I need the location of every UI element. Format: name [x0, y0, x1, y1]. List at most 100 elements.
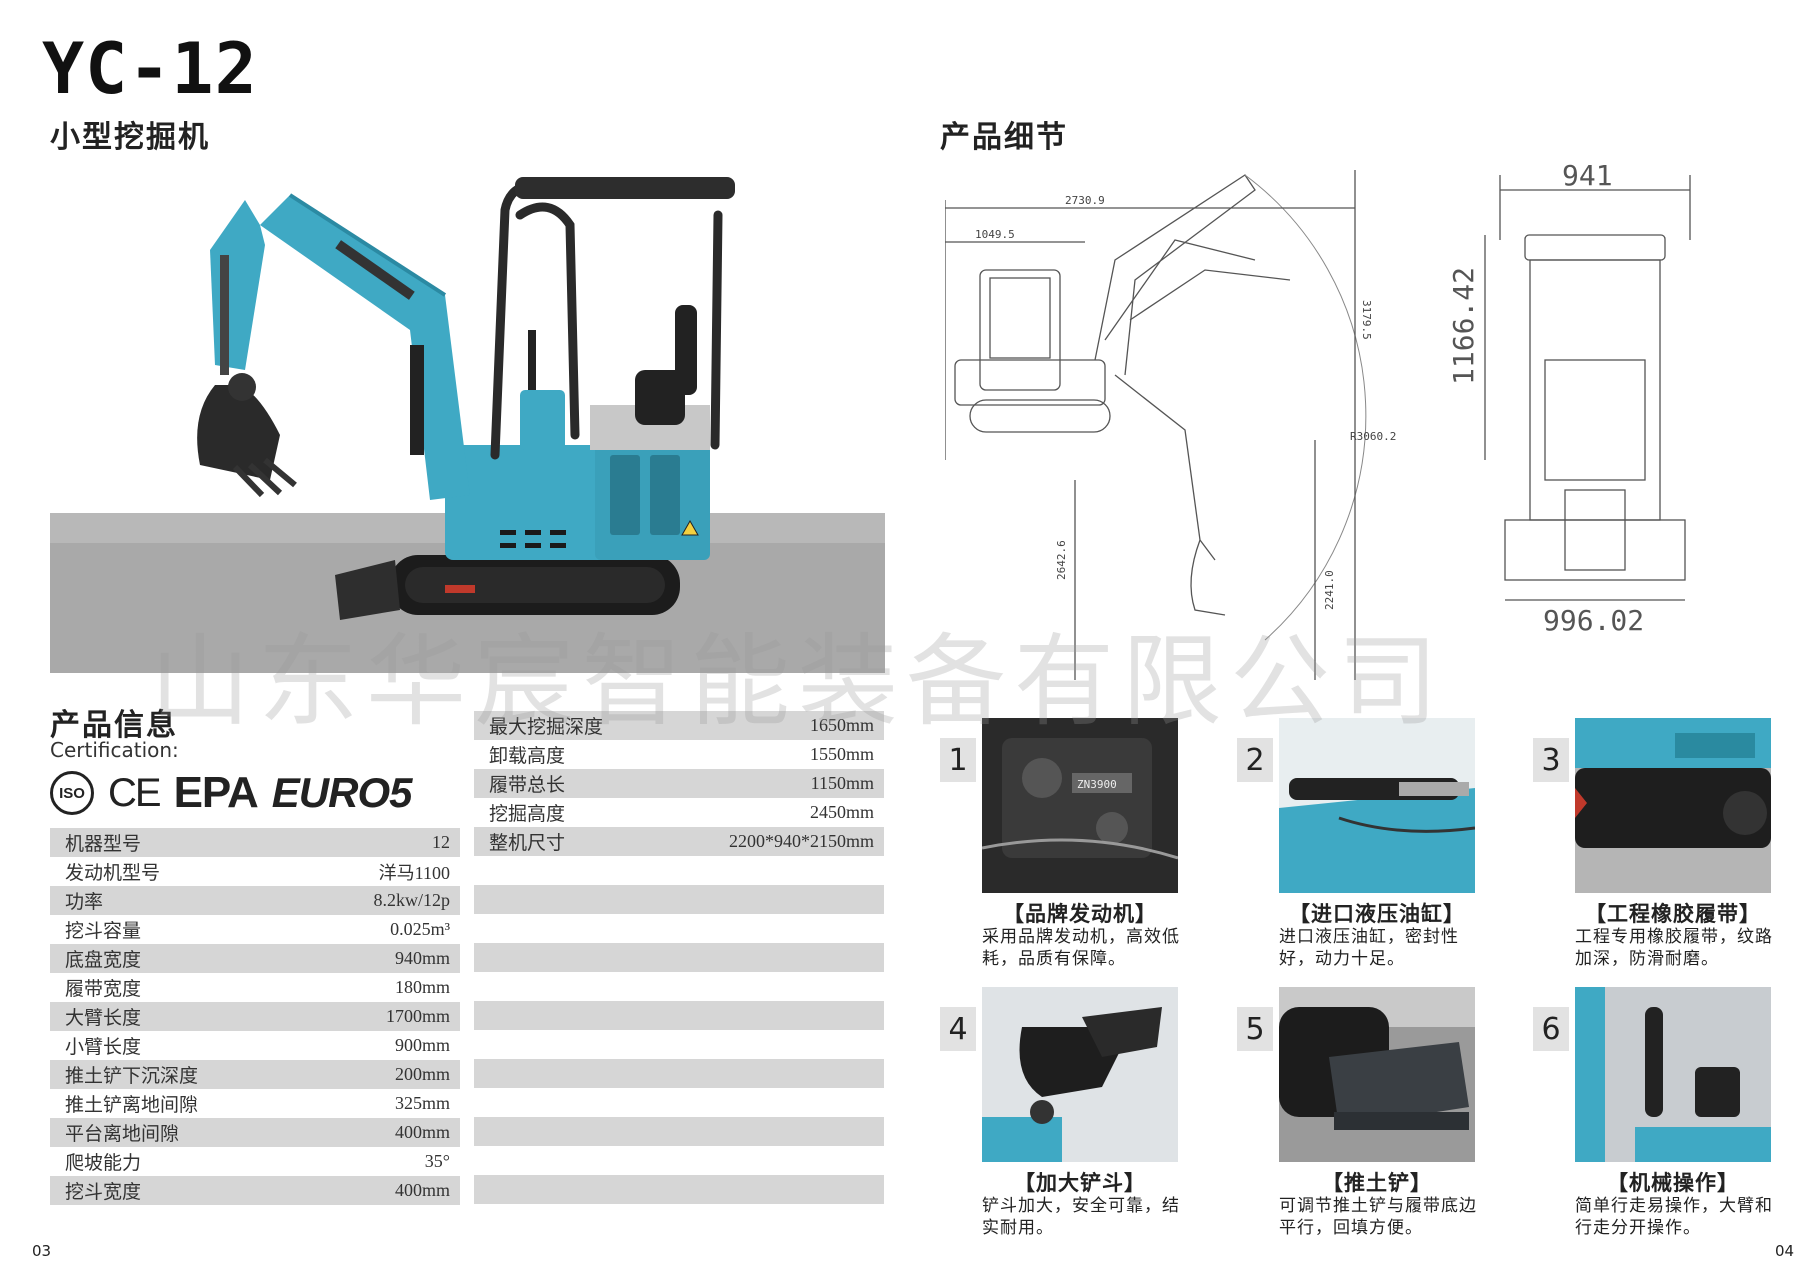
spec-label: 大臂长度	[65, 1007, 142, 1029]
spec-value: 35°	[424, 1151, 450, 1171]
spec-row: 推土铲下沉深度 200mm	[50, 1060, 460, 1089]
feature-desc: 铲斗加大，安全可靠，结实耐用。	[982, 1196, 1180, 1238]
page-number-right: 04	[1775, 1242, 1795, 1260]
hydraulic-cylinder-image	[1279, 718, 1475, 893]
rubber-track-image	[1575, 718, 1771, 893]
spec-value: 12	[432, 832, 450, 852]
spec-label: 履带宽度	[65, 978, 142, 1000]
feature-number: 2	[1237, 738, 1273, 782]
feature-title: 【推土铲】	[1322, 1171, 1432, 1195]
feature-card-engine: 1 ZN3900 【品牌发动机】 采用品牌发动机，高效低耗，品质有保障。	[940, 718, 1230, 988]
dim-label: R3060.2	[1350, 430, 1396, 443]
spec-row: 挖斗容量 0.025m³	[50, 915, 460, 944]
spec-row-empty	[474, 1001, 884, 1030]
excavator-photo	[50, 177, 885, 673]
feature-number: 4	[940, 1007, 976, 1051]
spec-value: 325mm	[394, 1093, 450, 1113]
spec-row: 挖掘高度 2450mm	[474, 798, 884, 827]
spec-value: 1700mm	[385, 1006, 450, 1026]
feature-title: 【机械操作】	[1607, 1171, 1739, 1195]
spec-label: 整机尺寸	[489, 832, 566, 854]
spec-value: 1650mm	[809, 715, 874, 735]
detail-section-title: 产品细节	[940, 120, 1068, 155]
feature-number: 3	[1533, 738, 1569, 782]
feature-desc: 进口液压油缸，密封性好，动力十足。	[1279, 927, 1459, 969]
spec-row-empty	[474, 1059, 884, 1088]
feature-card-hydraulic: 2 【进口液压油缸】 进口液压油缸，密封性好，动力十足。	[1237, 718, 1527, 988]
spec-row: 发动机型号 洋马1100	[50, 857, 460, 886]
feature-title: 【工程橡胶履带】	[1585, 902, 1761, 926]
spec-value: 2200*940*2150mm	[728, 831, 874, 851]
spec-value: 1150mm	[810, 773, 874, 793]
model-title: YC-12	[42, 28, 258, 110]
spec-label: 挖斗容量	[65, 920, 142, 942]
spec-label: 挖斗宽度	[65, 1181, 142, 1203]
spec-row-empty	[474, 914, 884, 943]
engine-label: ZN3900	[1077, 778, 1117, 791]
control-levers-image	[1575, 987, 1771, 1162]
feature-desc: 采用品牌发动机，高效低耗，品质有保障。	[982, 927, 1180, 969]
spec-value: 400mm	[394, 1122, 450, 1142]
spec-value: 8.2kw/12p	[373, 890, 451, 910]
product-subtitle: 小型挖掘机	[50, 120, 210, 155]
euro5-logo: EURO5	[271, 769, 413, 816]
spec-row: 底盘宽度 940mm	[50, 944, 460, 973]
certification-label: Certification:	[50, 738, 179, 762]
dim-label: 941	[1562, 160, 1613, 192]
spec-value: 0.025m³	[390, 919, 450, 939]
spec-row-empty	[474, 1146, 884, 1175]
spec-row: 大臂长度 1700mm	[50, 1002, 460, 1031]
spec-row-empty	[474, 885, 884, 914]
engine-image: ZN3900	[982, 718, 1178, 893]
feature-card-blade: 5 【推土铲】 可调节推土铲与履带底边平行，回填方便。	[1237, 987, 1527, 1257]
spec-label: 小臂长度	[65, 1036, 142, 1058]
spec-row: 机器型号 12	[50, 828, 460, 857]
feature-number: 6	[1533, 1007, 1569, 1051]
spec-row-empty	[474, 1030, 884, 1059]
dim-label: 2642.6	[1055, 540, 1068, 580]
dim-label: 1166.42	[1447, 267, 1480, 385]
dim-label: 996.02	[1543, 604, 1644, 637]
spec-row-empty	[474, 972, 884, 1001]
spec-row-empty	[474, 1175, 884, 1204]
certification-logos: ISO CE EPA EURO5	[50, 768, 412, 818]
iso-logo: ISO	[50, 771, 94, 815]
spec-row-empty	[474, 943, 884, 972]
feature-card-controls: 6 【机械操作】 简单行走易操作，大臂和行走分开操作。	[1533, 987, 1810, 1257]
spec-label: 挖掘高度	[489, 803, 566, 825]
spec-label: 履带总长	[489, 774, 566, 796]
dim-label: 3179.5	[1360, 300, 1373, 340]
dozer-blade-image	[1279, 987, 1475, 1162]
spec-value: 200mm	[394, 1064, 450, 1084]
spec-label: 机器型号	[65, 833, 142, 855]
spec-label: 底盘宽度	[65, 949, 142, 971]
epa-logo: EPA	[173, 768, 259, 817]
spec-row: 履带总长 1150mm	[474, 769, 884, 798]
feature-number: 1	[940, 738, 976, 782]
spec-value: 洋马1100	[378, 862, 450, 883]
spec-row: 整机尺寸 2200*940*2150mm	[474, 827, 884, 856]
spec-value: 940mm	[394, 948, 450, 968]
feature-card-bucket: 4 【加大铲斗】 铲斗加大，安全可靠，结实耐用。	[940, 987, 1230, 1257]
spec-value: 2450mm	[809, 802, 874, 822]
dim-label: 2241.0	[1323, 570, 1336, 610]
spec-row-empty	[474, 1088, 884, 1117]
page-number-left: 03	[32, 1242, 52, 1260]
dim-label: 2730.9	[1065, 194, 1105, 207]
spec-label: 发动机型号	[65, 862, 161, 884]
spec-label: 爬坡能力	[65, 1152, 142, 1174]
feature-desc: 简单行走易操作，大臂和行走分开操作。	[1575, 1196, 1773, 1238]
spec-label: 推土铲下沉深度	[65, 1065, 199, 1087]
spec-row-empty	[474, 856, 884, 885]
spec-value: 1550mm	[809, 744, 874, 764]
feature-title: 【品牌发动机】	[1003, 902, 1157, 926]
feature-title: 【加大铲斗】	[1014, 1171, 1146, 1195]
bucket-image	[982, 987, 1178, 1162]
